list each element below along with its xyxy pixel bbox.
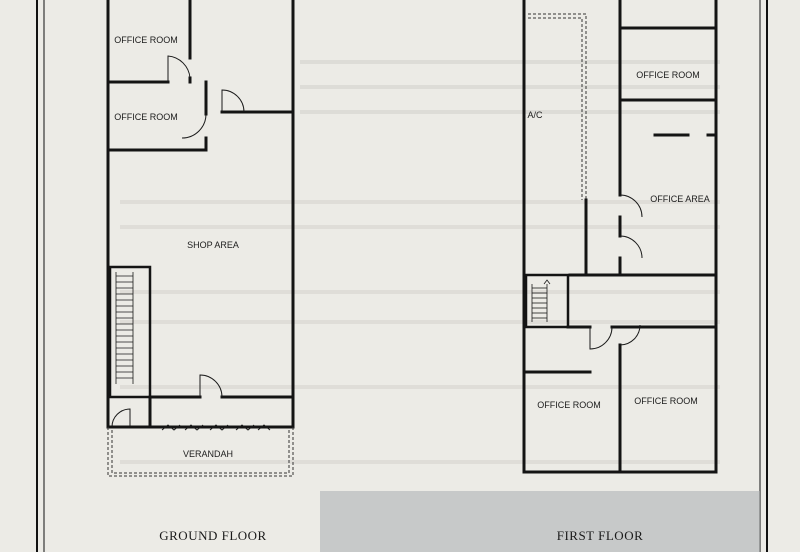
photo-overlay (320, 491, 760, 552)
ff-office-room-right-label: OFFICE ROOM (634, 396, 698, 406)
ff-ac-label: A/C (527, 110, 543, 120)
folding-doors (161, 424, 271, 431)
gf-verandah-label: VERANDAH (183, 449, 233, 459)
first-floor-plan: A/C OFFICE ROOM OFFICE AREA OFFICE ROOM … (522, 0, 718, 474)
ff-office-room-left-label: OFFICE ROOM (537, 400, 601, 410)
show-through-text (120, 60, 720, 464)
ff-office-room-top-label: OFFICE ROOM (636, 70, 700, 80)
page-frame (36, 0, 768, 552)
ff-office-area-label: OFFICE AREA (650, 194, 710, 204)
stair-treads (115, 272, 134, 384)
ff-stair-treads (531, 279, 551, 322)
ground-floor-plan: OFFICE ROOM OFFICE ROOM SHOP AREA VERAND… (106, 0, 295, 477)
gf-shop-area-label: SHOP AREA (187, 240, 239, 250)
first-floor-title: FIRST FLOOR (557, 528, 644, 543)
gf-office-room-top-label: OFFICE ROOM (114, 35, 178, 45)
gf-office-room-mid-label: OFFICE ROOM (114, 112, 178, 122)
ground-floor-title: GROUND FLOOR (159, 528, 266, 543)
